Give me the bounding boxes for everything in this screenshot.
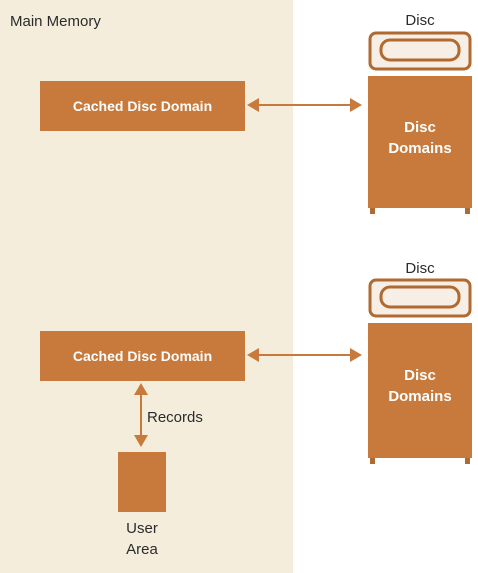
disc-slot-top — [379, 38, 461, 62]
disc-domains-text-bottom: Disc Domains — [368, 365, 472, 407]
disc-cap-top — [368, 31, 472, 71]
disc-body-top — [368, 76, 472, 208]
arrow-cache-disc-bottom — [247, 348, 362, 362]
arrow-records — [134, 383, 148, 447]
disc-domains-line1-bottom: Disc — [404, 367, 436, 384]
arrow-cache-disc-top — [247, 98, 362, 112]
records-label: Records — [147, 409, 203, 426]
disc-unit-bottom — [368, 278, 472, 464]
user-area-box — [118, 452, 166, 512]
cached-disc-domain-bottom: Cached Disc Domain — [40, 331, 245, 381]
disc-unit-top — [368, 31, 472, 214]
disc-body-bottom — [368, 323, 472, 458]
user-area-label: User Area — [100, 518, 184, 560]
user-area-line1: User — [126, 520, 158, 537]
disc-domains-line1-top: Disc — [404, 119, 436, 136]
disc-label-bottom: Disc — [405, 260, 435, 277]
cached-disc-domain-top: Cached Disc Domain — [40, 81, 245, 131]
disc-label-top: Disc — [405, 12, 435, 29]
main-memory-title: Main Memory — [10, 13, 101, 30]
disc-domains-text-top: Disc Domains — [368, 117, 472, 159]
disc-domains-line2-bottom: Domains — [388, 388, 452, 405]
user-area-line2: Area — [126, 541, 158, 558]
disc-slot-bottom — [379, 285, 461, 309]
disc-cap-bottom — [368, 278, 472, 318]
disc-domains-line2-top: Domains — [388, 140, 452, 157]
